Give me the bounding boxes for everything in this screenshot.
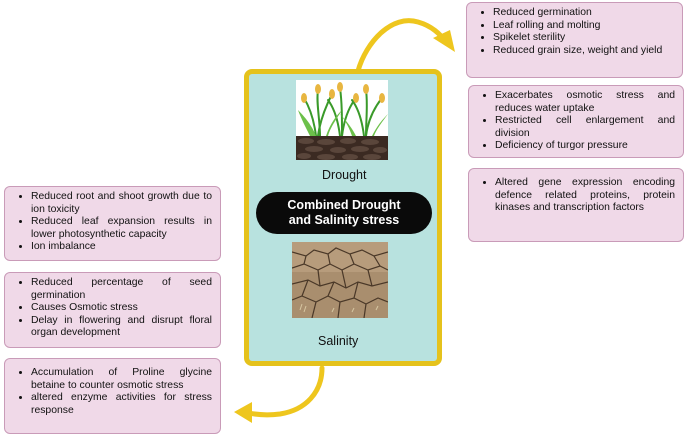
list-item: Ion imbalance: [31, 241, 212, 254]
drought-effects-list-1: Reduced germination Leaf rolling and mol…: [471, 7, 674, 57]
list-item: Deficiency of turgor pressure: [495, 140, 675, 153]
list-item: Reduced grain size, weight and yield: [493, 45, 674, 58]
drought-label: Drought: [322, 168, 367, 182]
drought-effects-box-2: Exacerbates osmotic stress and reduces w…: [468, 85, 684, 158]
list-item: Reduced root and shoot growth due to ion…: [31, 191, 212, 216]
salinity-effects-box-1: Reduced root and shoot growth due to ion…: [4, 186, 221, 261]
list-item: Altered gene expression encoding defence…: [495, 177, 675, 215]
combined-stress-label: Combined Drought and Salinity stress: [256, 192, 432, 234]
salinity-label: Salinity: [318, 334, 359, 348]
salinity-effects-box-2: Reduced percentage of seed germination C…: [4, 272, 221, 348]
list-item: Reduced leaf expansion results in lower …: [31, 216, 212, 241]
salinity-effects-box-3: Accumulation of Proline glycine betaine …: [4, 358, 221, 434]
salinity-soil-image: [292, 242, 388, 318]
drought-plant-image: [296, 80, 388, 160]
salinity-effects-list-1: Reduced root and shoot growth due to ion…: [9, 191, 212, 254]
list-item: Reduced germination: [493, 7, 674, 20]
list-item: Restricted cell enlargement and division: [495, 115, 675, 140]
drought-effects-box-3: Altered gene expression encoding defence…: [468, 168, 684, 242]
drought-effects-list-3: Altered gene expression encoding defence…: [473, 177, 675, 215]
list-item: Leaf rolling and molting: [493, 20, 674, 33]
drought-effects-list-2: Exacerbates osmotic stress and reduces w…: [473, 90, 675, 153]
drought-effects-box-1: Reduced germination Leaf rolling and mol…: [466, 2, 683, 78]
list-item: Accumulation of Proline glycine betaine …: [31, 367, 212, 392]
list-item: Delay in flowering and disrupt floral or…: [31, 315, 212, 340]
list-item: Spikelet sterility: [493, 32, 674, 45]
list-item: altered enzyme activities for stress res…: [31, 392, 212, 417]
salinity-effects-list-2: Reduced percentage of seed germination C…: [9, 277, 212, 340]
list-item: Reduced percentage of seed germination: [31, 277, 212, 302]
list-item: Exacerbates osmotic stress and reduces w…: [495, 90, 675, 115]
salinity-effects-list-3: Accumulation of Proline glycine betaine …: [9, 367, 212, 417]
list-item: Causes Osmotic stress: [31, 302, 212, 315]
